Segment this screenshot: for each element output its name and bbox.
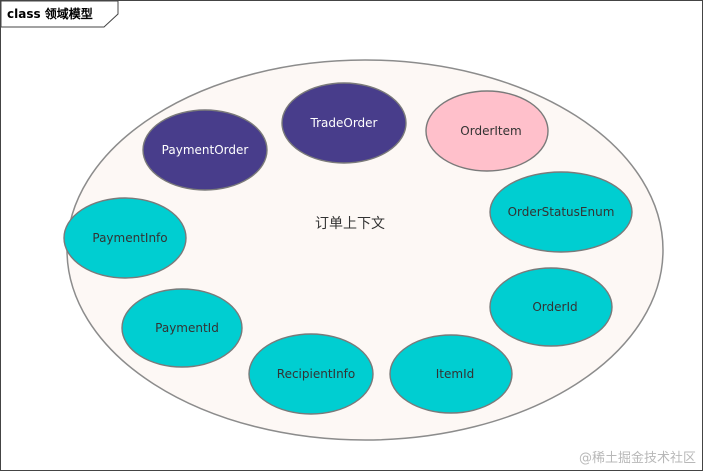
node-payment-order[interactable]: PaymentOrder [142, 109, 268, 191]
node-label: TradeOrder [310, 116, 378, 130]
watermark-text: @稀土掘金技术社区 [579, 450, 696, 466]
node-trade-order[interactable]: TradeOrder [281, 82, 407, 164]
node-ellipse[interactable] [425, 90, 549, 172]
node-label: OrderId [532, 300, 577, 314]
node-label: OrderItem [460, 124, 521, 138]
node-payment-id[interactable]: PaymentId [121, 288, 243, 368]
node-label: PaymentId [155, 321, 219, 335]
frame-title: class 领域模型 [7, 6, 93, 21]
node-label: OrderStatusEnum [508, 205, 615, 219]
node-ellipse[interactable] [142, 109, 268, 191]
node-order-status-enum[interactable]: OrderStatusEnum [489, 171, 633, 253]
node-item-id[interactable]: ItemId [389, 334, 513, 414]
node-label: RecipientInfo [277, 367, 355, 381]
node-label: PaymentOrder [162, 143, 249, 157]
node-label: PaymentInfo [92, 231, 167, 245]
node-ellipse[interactable] [281, 82, 407, 164]
frame-tab [0, 0, 119, 28]
bounded-context-label: 订单上下文 [315, 216, 385, 232]
node-label: ItemId [436, 367, 474, 381]
node-order-item[interactable]: OrderItem [425, 90, 549, 172]
node-order-id[interactable]: OrderId [489, 267, 613, 347]
node-ellipse[interactable] [489, 171, 633, 253]
node-ellipse[interactable] [389, 334, 513, 414]
node-ellipse[interactable] [248, 333, 374, 415]
node-payment-info[interactable]: PaymentInfo [63, 197, 187, 279]
node-ellipse[interactable] [63, 197, 187, 279]
node-recipient-info[interactable]: RecipientInfo [248, 333, 374, 415]
node-ellipse[interactable] [121, 288, 243, 368]
node-ellipse[interactable] [489, 267, 613, 347]
